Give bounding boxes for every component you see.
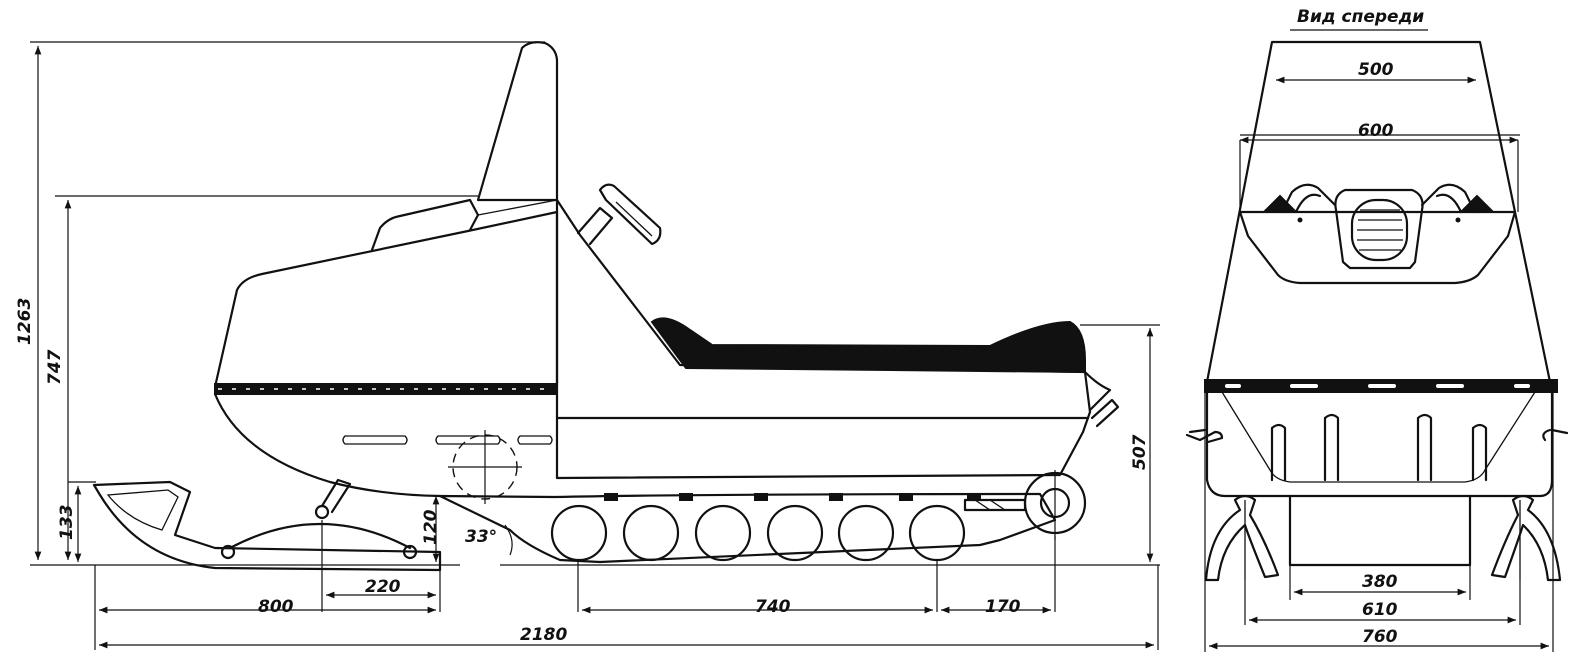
rear-handle [1083,370,1112,412]
dim-ski-length: 800 [258,597,294,617]
dim-overall-width: 760 [1362,627,1398,647]
front-ski-right [1490,494,1562,582]
front-view: Вид спереди [1185,7,1569,652]
bogie-wheels [550,504,966,562]
ski [92,480,442,572]
front-grille-slots [1270,413,1488,482]
handle-grip [598,183,662,246]
tunnel [555,198,1092,480]
dim-top-width: 500 [1358,60,1394,80]
dim-mid-width: 600 [1358,121,1394,141]
dim-ski-height: 133 [57,505,77,541]
dim-overall-height: 1263 [15,298,35,345]
dim-approach-angle: 33° [465,527,497,547]
dim-bogie-span: 740 [755,597,791,617]
steering-column [576,206,614,246]
front-ski-left [1204,494,1280,582]
hood [213,210,559,389]
dim-clearance: 120 [421,509,441,545]
dim-overall-length: 2180 [520,625,567,645]
windshield [476,41,559,202]
dim-rear-offset: 170 [985,597,1021,617]
front-console [1238,210,1517,285]
side-dimension-lines [30,41,1160,650]
front-view-title: Вид спереди [1297,7,1424,27]
track [438,492,1057,564]
front-lower-body [1205,390,1554,498]
side-view: 1263 747 133 120 33° 507 220 800 740 170… [15,41,1160,650]
front-dimension-lines [1204,76,1554,652]
side-vents [342,435,553,445]
nose-lower [213,392,442,498]
seat [650,317,1086,374]
dim-ski-track: 610 [1362,600,1398,620]
dim-body-height: 747 [45,349,65,385]
front-track [1288,494,1472,567]
dashboard [370,198,480,252]
dim-ski-spring: 220 [365,577,401,597]
dim-rear-height: 507 [1130,434,1150,470]
dim-inner-width: 380 [1362,572,1398,592]
